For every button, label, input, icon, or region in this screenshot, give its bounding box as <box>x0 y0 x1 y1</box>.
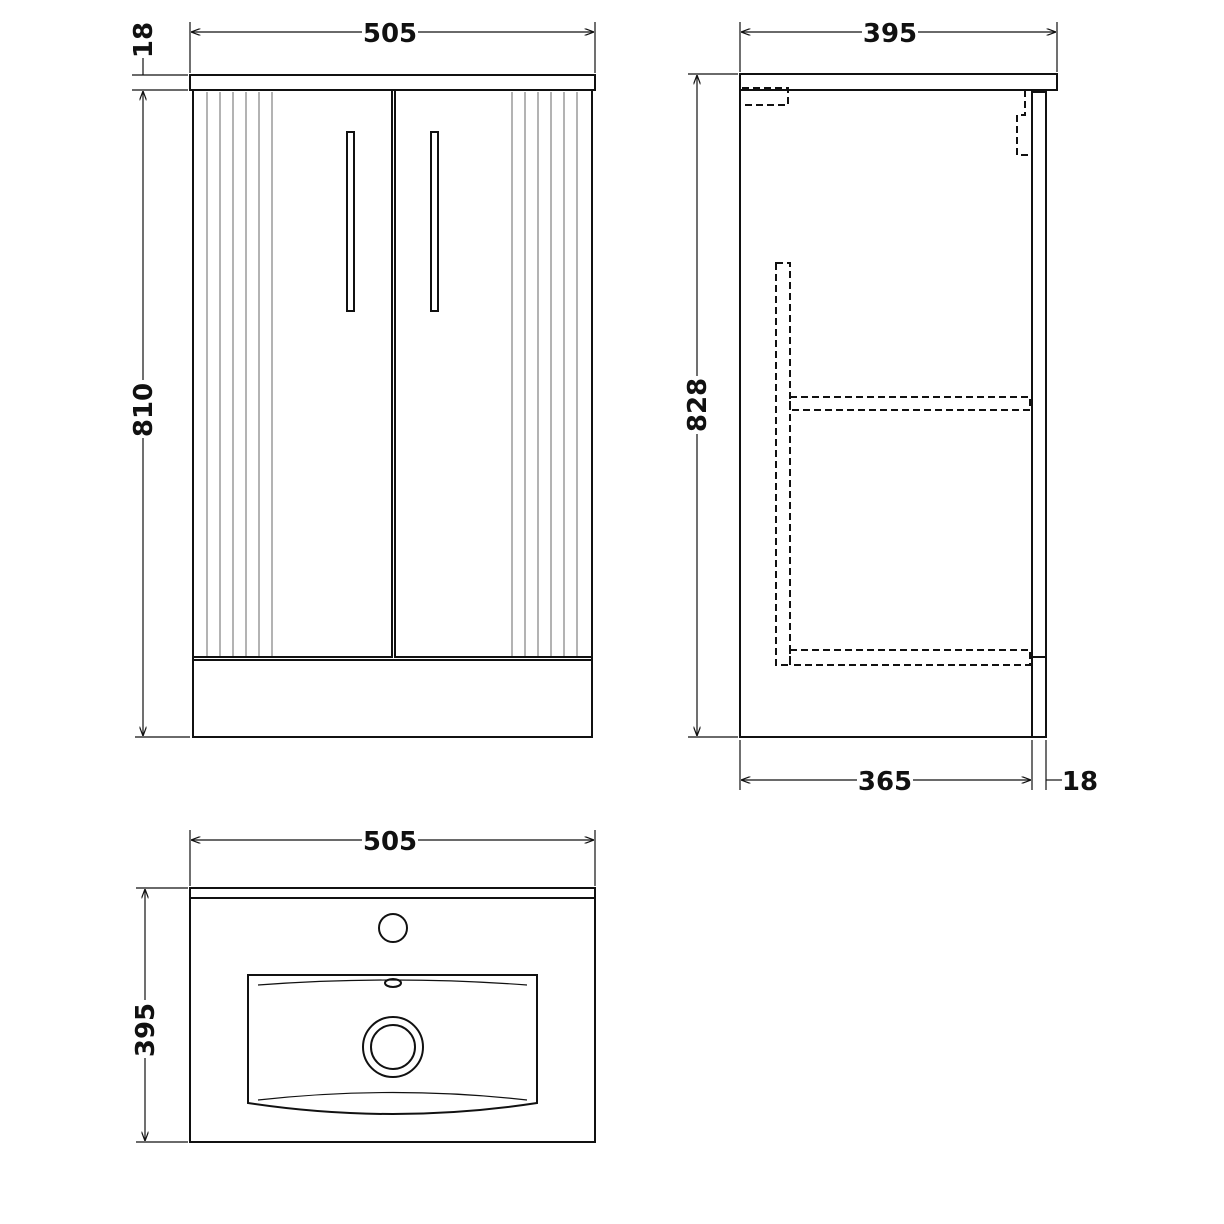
overflow <box>384 978 402 988</box>
right-door-handle <box>430 131 439 312</box>
worktop <box>189 74 596 91</box>
base-panel-hidden <box>789 649 1031 666</box>
waste-outer <box>362 1016 424 1078</box>
top-thickness-label: 18 <box>129 22 159 58</box>
back-panel-hidden <box>775 262 791 666</box>
basin-outline <box>189 887 596 1143</box>
basin-bowl <box>247 974 538 1115</box>
side-height-label: 828 <box>683 378 713 432</box>
side-plinth <box>1031 656 1047 738</box>
side-carcass <box>739 89 1033 738</box>
waste-inner <box>370 1024 416 1070</box>
side-view: 395 828 365 18 <box>682 18 1098 797</box>
front-width-label: 505 <box>363 19 417 49</box>
left-door <box>192 89 393 658</box>
tap-hole <box>378 913 408 943</box>
door-flutes <box>206 92 578 656</box>
top-view: 505 395 <box>130 826 596 1143</box>
front-view: 505 18 810 <box>128 18 596 738</box>
front-height-label: 810 <box>129 383 159 437</box>
top-width-label: 505 <box>363 827 417 857</box>
shelf-hidden <box>789 396 1031 411</box>
side-door <box>1031 91 1047 658</box>
left-door-handle <box>346 131 355 312</box>
waste-trap-hidden <box>742 87 789 106</box>
door-thickness-label: 18 <box>1062 767 1098 797</box>
carcass-depth-label: 365 <box>858 767 912 797</box>
side-depth-label: 395 <box>863 19 917 49</box>
right-door <box>394 89 593 658</box>
top-depth-label: 395 <box>131 1003 161 1057</box>
hinge-hidden <box>1016 90 1030 156</box>
